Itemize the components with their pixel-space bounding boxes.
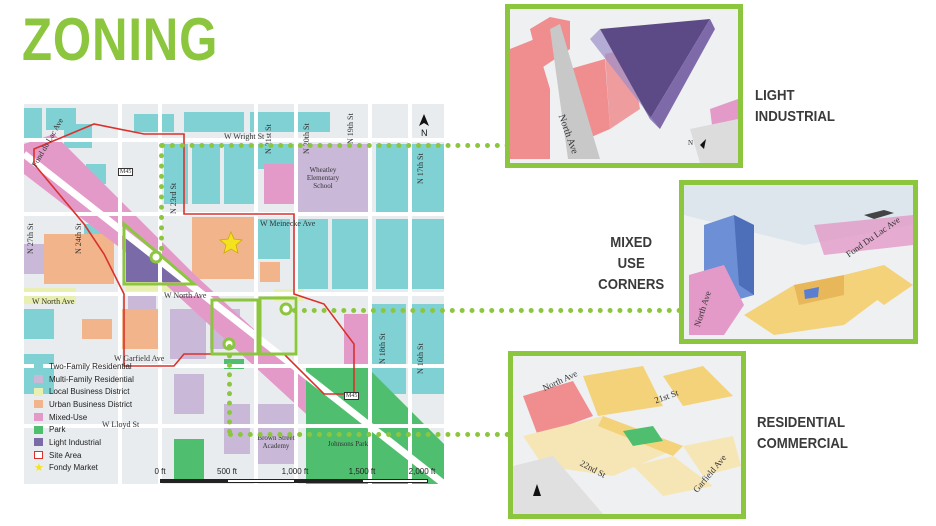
inset-residential-commercial: North Ave 21st St 22nd St Garfield Ave: [508, 351, 746, 519]
street-label-wright: W Wright St: [224, 132, 265, 141]
legend-swatch: [34, 413, 43, 422]
legend-item: Multi-Family Residential: [34, 373, 184, 386]
connector-light-industrial: [160, 143, 510, 148]
label-brown-street-academy: Brown Street Academy: [257, 434, 295, 450]
street-label-20th: N 20th St: [302, 123, 311, 154]
inset-light-industrial: North Ave N: [505, 4, 743, 168]
legend-item: Local Business District: [34, 385, 184, 398]
north-arrow: [419, 114, 429, 126]
page-title: ZONING: [22, 6, 219, 73]
caption-mixed-use: MIXED USE CORNERS: [598, 234, 665, 293]
legend-item: ★Fondy Market: [34, 461, 98, 474]
street-label-19th: N 19th St: [346, 113, 355, 144]
street-label-north: W North Ave: [32, 297, 75, 306]
legend-swatch: [34, 375, 43, 384]
caption-residential-commercial: RESIDENTIAL COMMERCIAL: [757, 414, 848, 452]
legend-swatch: [34, 400, 43, 409]
scale-label: 2,000 ft: [408, 467, 436, 476]
scale-label: 0 ft: [154, 467, 166, 476]
map-north-label: N: [421, 128, 428, 138]
legend-swatch: [34, 451, 43, 460]
scale-label: 500 ft: [216, 467, 238, 476]
connector-residential: [228, 432, 510, 437]
street-label-lloyd: W Lloyd St: [102, 420, 140, 429]
inset-mixed-use: North Ave Fond Du Lac Ave: [679, 180, 918, 344]
street-label-24th: N 24th St: [74, 223, 83, 254]
street-label-23rd: N 23rd St: [169, 182, 178, 214]
fondy-market-star: [219, 231, 243, 254]
map-legend: Two-Family Residential Multi-Family Resi…: [34, 360, 184, 474]
scale-label: 1,500 ft: [348, 467, 376, 476]
inset-north-arrow-3: [533, 484, 541, 496]
legend-item: Park: [34, 423, 184, 436]
caption-light-industrial: LIGHT INDUSTRIAL: [755, 87, 835, 125]
legend-item: Two-Family Residential: [34, 360, 184, 373]
legend-swatch: [34, 425, 43, 434]
street-label-north-2: W North Ave: [164, 291, 207, 300]
legend-item: Urban Business District: [34, 398, 184, 411]
legend-swatch: [34, 387, 43, 396]
legend-swatch: [34, 438, 43, 447]
scale-label: 1,000 ft: [281, 467, 309, 476]
label-wheatley-school: Wheatley Elementary School: [306, 166, 340, 190]
mixed-use-buildings: [744, 275, 884, 335]
street-label-21st: N 21st St: [264, 124, 273, 154]
connector-residential-vertical: [227, 344, 232, 434]
legend-swatch: [34, 362, 43, 371]
two-family-blocks: [24, 108, 444, 394]
label-johnsons-park: Johnsons Park: [327, 440, 369, 448]
inset-north-arrow: [700, 139, 706, 149]
legend-item: Mixed-Use: [34, 411, 184, 424]
residential-commercial-buildings: [583, 366, 663, 416]
highway-shield-m45-2: M45: [344, 392, 360, 400]
inset-north-label: N: [688, 139, 694, 147]
scale-bar: 0 ft 500 ft 1,000 ft 1,500 ft 2,000 ft: [154, 467, 438, 483]
inset-north-arrow-2: [864, 210, 894, 219]
urban-business-blocks: [44, 217, 280, 349]
connector-mixed-use: [292, 308, 682, 313]
legend-item: Site Area: [34, 449, 184, 462]
light-industrial-building: [600, 19, 710, 119]
legend-item: Light Industrial: [34, 436, 184, 449]
street-label-27th: N 27th St: [26, 223, 35, 254]
street-label-meinecke: W Meinecke Ave: [260, 219, 316, 228]
street-label-17th: N 17th St: [416, 153, 425, 184]
highway-shield-m45: M45: [118, 168, 134, 176]
street-label-16th: N 16th St: [416, 343, 425, 374]
street-label-garfield: W Garfield Ave: [114, 354, 165, 363]
connector-light-industrial-vertical: [159, 143, 164, 251]
street-label-18th: N 18th St: [378, 333, 387, 364]
star-icon: ★: [34, 461, 44, 474]
